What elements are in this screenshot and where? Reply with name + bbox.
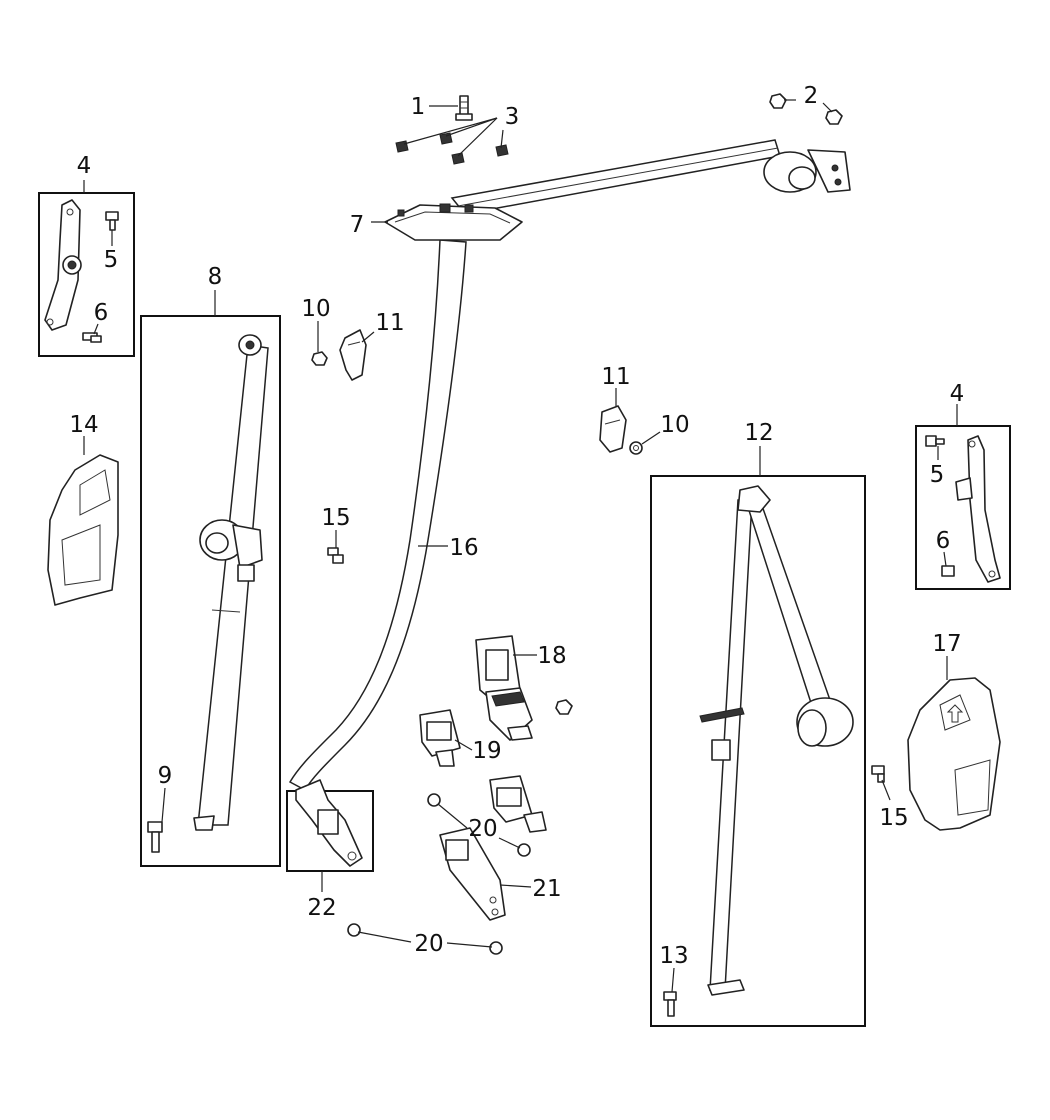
part-19-buckle	[419, 709, 461, 767]
part-15-bolt-right	[871, 765, 885, 783]
part-9-bolt	[147, 821, 163, 853]
callout-4-left: 4	[77, 153, 92, 179]
callout-20-lower: 20	[414, 931, 443, 957]
callout-14: 14	[69, 412, 98, 438]
part-12-belt-assembly	[699, 485, 854, 996]
part-17-trim-panel	[907, 677, 1001, 831]
part-15-bolt-left	[327, 547, 344, 564]
callout-labels: 1 2 3 4 5 6 7 8 10 11 14 15 16 11 10 12 …	[69, 83, 964, 969]
part-11-cover-left	[339, 329, 367, 381]
callout-15-right: 15	[879, 805, 908, 831]
part-13-bolt	[663, 991, 677, 1017]
part-8-belt-assembly	[193, 334, 269, 831]
callout-6-right: 6	[936, 528, 951, 554]
part-16-belt	[288, 139, 781, 792]
box-part-22	[286, 790, 374, 872]
callout-17: 17	[932, 631, 961, 657]
box-part-4-right	[915, 425, 1011, 590]
part-upper-retractor	[763, 149, 851, 193]
part-7-guide-plate	[384, 203, 523, 241]
part-4-right-bracket	[925, 435, 1001, 583]
part-11-cover-right	[599, 405, 627, 453]
callout-2: 2	[804, 83, 819, 109]
callout-15-left: 15	[321, 505, 350, 531]
leader-lines	[83, 99, 958, 993]
part-20-bolts	[347, 793, 531, 955]
callout-1: 1	[411, 94, 426, 120]
part-21-buckle-bracket	[439, 827, 506, 921]
callout-19: 19	[472, 738, 501, 764]
callout-3: 3	[505, 104, 520, 130]
callout-4-right: 4	[950, 381, 965, 407]
part-18-buckle	[475, 635, 573, 741]
box-part-8	[140, 315, 281, 867]
part-4-left-bracket	[44, 199, 119, 343]
callout-11-left: 11	[375, 310, 404, 336]
part-3-clips	[395, 132, 509, 165]
callout-12: 12	[744, 420, 773, 446]
part-14-trim-panel	[47, 454, 119, 606]
callout-5-left: 5	[104, 247, 119, 273]
box-part-4-left	[38, 192, 135, 357]
part-22-lower-anchor	[295, 779, 363, 867]
callout-6-left: 6	[94, 300, 109, 326]
callout-7: 7	[350, 212, 365, 238]
callout-11-right: 11	[601, 364, 630, 390]
callout-13: 13	[659, 943, 688, 969]
callout-20-upper: 20	[468, 816, 497, 842]
callout-5-right: 5	[930, 462, 945, 488]
part-1-bolt	[455, 95, 473, 121]
callout-16: 16	[449, 535, 478, 561]
callout-8: 8	[208, 264, 223, 290]
callout-21: 21	[532, 876, 561, 902]
part-2-nuts	[769, 93, 843, 125]
part-20-buckle	[489, 775, 547, 833]
callout-10-left: 10	[301, 296, 330, 322]
callout-9: 9	[158, 763, 173, 789]
part-10-nut-right	[629, 441, 643, 455]
box-part-12	[650, 475, 866, 1027]
callout-10-right: 10	[660, 412, 689, 438]
callout-18: 18	[537, 643, 566, 669]
part-10-nut-left	[311, 351, 328, 366]
callout-22: 22	[307, 895, 336, 921]
